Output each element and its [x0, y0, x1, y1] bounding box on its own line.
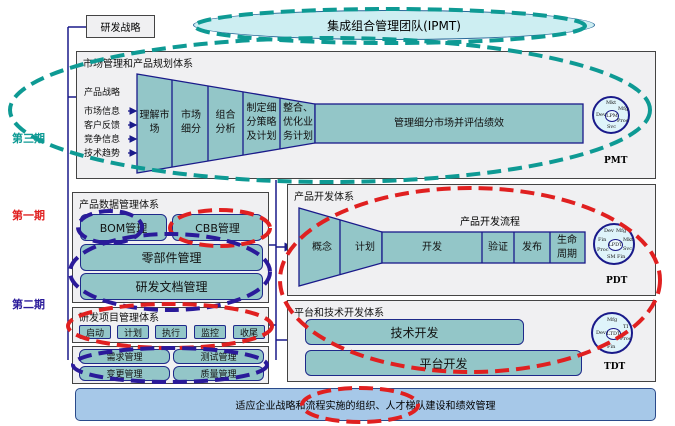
tdt-wheel-icon: LTDT Mfg TI Proc Fin Dev: [591, 312, 633, 354]
tech-development: 技术开发: [305, 319, 524, 345]
wheel-part: Fin: [617, 254, 626, 260]
pdt-wheel-icon: LPDT Dev Mfg Mkt Svc Fin SM Proc Fin: [593, 223, 635, 265]
wheel-part: Fin: [598, 237, 607, 243]
wheel-part: Dev: [604, 228, 614, 234]
wheel-part: Proc: [597, 247, 609, 253]
wheel-part: Fin: [607, 344, 616, 350]
phase-one-label: 第一期: [12, 209, 45, 222]
wheel-part: Dev: [596, 330, 606, 336]
platform-title: 平台和技术开发体系: [294, 308, 384, 319]
wheel-part: TI: [623, 324, 629, 330]
org-talent-bar: 适应企业战略和流程实施的组织、人才梯队建设和绩效管理: [75, 388, 656, 421]
pd-step-concept: 概念: [312, 242, 332, 253]
pd-step-develop: 开发: [422, 241, 442, 253]
wheel-part: Mfg: [607, 317, 618, 323]
pdm-title: 产品数据管理体系: [79, 200, 159, 211]
platform-development: 平台开发: [305, 350, 582, 376]
wheel-part: Svc: [623, 246, 633, 252]
pd-step-plan: 计划: [355, 242, 375, 253]
pd-step-verify: 验证: [488, 241, 508, 253]
wheel-part: Mkt: [623, 237, 634, 243]
pdt-label: PDT: [606, 276, 628, 286]
wheel-part: SM: [607, 254, 616, 260]
pd-step-release: 发布: [522, 241, 542, 253]
wheel-center: LTDT: [606, 328, 621, 340]
wheel-part: Proc: [620, 336, 632, 342]
wheel-center: LPDT: [608, 239, 623, 251]
phase-two-label: 第二期: [12, 298, 45, 311]
wheel-part: Mfg: [616, 228, 627, 234]
tdt-label: TDT: [604, 362, 626, 372]
pd-step-lifecycle: 生命周期: [557, 234, 577, 260]
